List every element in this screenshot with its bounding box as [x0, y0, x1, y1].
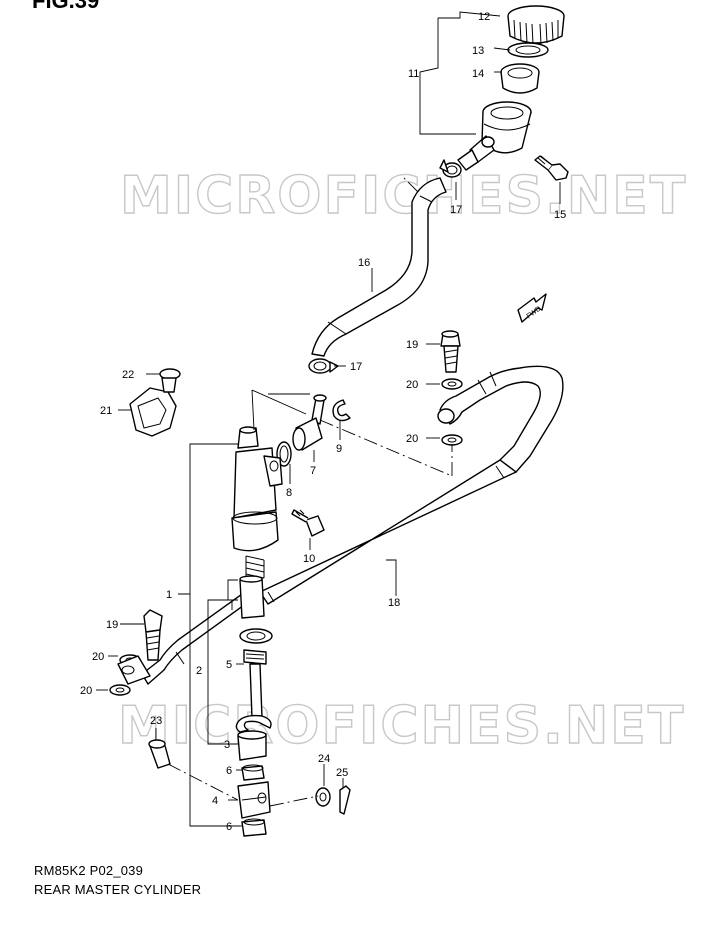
callout-22: 22 [122, 369, 134, 381]
callout-13: 13 [472, 45, 484, 57]
callout-19-upper: 19 [406, 339, 418, 351]
callout-4: 4 [212, 795, 218, 807]
washer-upper-2 [441, 434, 463, 446]
callout-25: 25 [336, 767, 348, 779]
brake-hose [141, 365, 564, 685]
callout-16: 16 [358, 257, 370, 269]
callout-12: 12 [478, 11, 490, 23]
reservoir-hose [311, 177, 447, 357]
callout-20-c: 20 [92, 651, 104, 663]
push-rod-circlip [235, 714, 272, 733]
figure-title: FIG.39 [32, 0, 100, 13]
pin-washer [315, 787, 331, 807]
callout-6-upper: 6 [226, 765, 232, 777]
union-bolt-lower [143, 609, 163, 661]
washer-lower-2 [109, 684, 131, 696]
callout-20-a: 20 [406, 379, 418, 391]
clevis [237, 781, 271, 819]
lock-nut-upper [241, 764, 265, 781]
callout-24: 24 [318, 753, 330, 765]
center-lines [167, 177, 453, 807]
callout-23: 23 [150, 715, 162, 727]
piston [239, 575, 265, 619]
callout-2: 2 [196, 665, 202, 677]
callout-7: 7 [310, 465, 316, 477]
forward-arrow-icon: FWD [517, 293, 547, 323]
diaphragm-plate [507, 42, 549, 58]
inlet-fitting [292, 394, 327, 451]
callout-15: 15 [554, 209, 566, 221]
diagram-code: RM85K2 P02_039 [34, 863, 144, 878]
reservoir-body [457, 101, 532, 171]
callout-1: 1 [166, 589, 172, 601]
mounting-bracket [129, 387, 177, 437]
dust-boot [237, 730, 267, 761]
circlip [332, 399, 351, 422]
lock-nut-lower [241, 818, 267, 837]
callout-8: 8 [286, 487, 292, 499]
callout-6-lower: 6 [226, 821, 232, 833]
diaphragm [500, 63, 540, 94]
hose-clamp-upper [439, 159, 462, 178]
callout-20-b: 20 [406, 433, 418, 445]
reservoir-cap [507, 5, 565, 45]
piston-spring [245, 555, 265, 579]
watermark-top: MICROFICHES.NET [120, 166, 687, 226]
callout-5: 5 [226, 659, 232, 671]
callout-3: 3 [224, 739, 230, 751]
callout-10: 10 [303, 553, 315, 565]
reservoir-bolt [534, 155, 569, 181]
union-bolt-upper [440, 330, 461, 373]
watermark-bottom: MICROFICHES.NET [118, 696, 685, 756]
piston-seal [239, 628, 273, 644]
callout-11: 11 [408, 68, 419, 80]
push-rod [243, 649, 267, 719]
callout-14: 14 [472, 68, 484, 80]
callout-17-upper: 17 [450, 204, 462, 216]
banjo-fitting-lower [117, 655, 151, 685]
callout-21: 21 [100, 405, 112, 417]
clevis-pin [148, 739, 171, 769]
leader-lines [96, 11, 561, 827]
callout-17-lower: 17 [350, 361, 362, 373]
hose-clamp-lower [308, 358, 339, 374]
diagram-title: REAR MASTER CYLINDER [34, 882, 202, 897]
callout-9: 9 [336, 443, 342, 455]
callout-20-d: 20 [80, 685, 92, 697]
callout-18: 18 [388, 597, 400, 609]
callout-19-lower: 19 [106, 619, 118, 631]
bracket-screw [159, 368, 181, 393]
cotter-pin [339, 785, 351, 815]
washer-upper [441, 378, 463, 390]
master-cylinder-body [231, 426, 283, 552]
mounting-bolt [291, 509, 325, 537]
